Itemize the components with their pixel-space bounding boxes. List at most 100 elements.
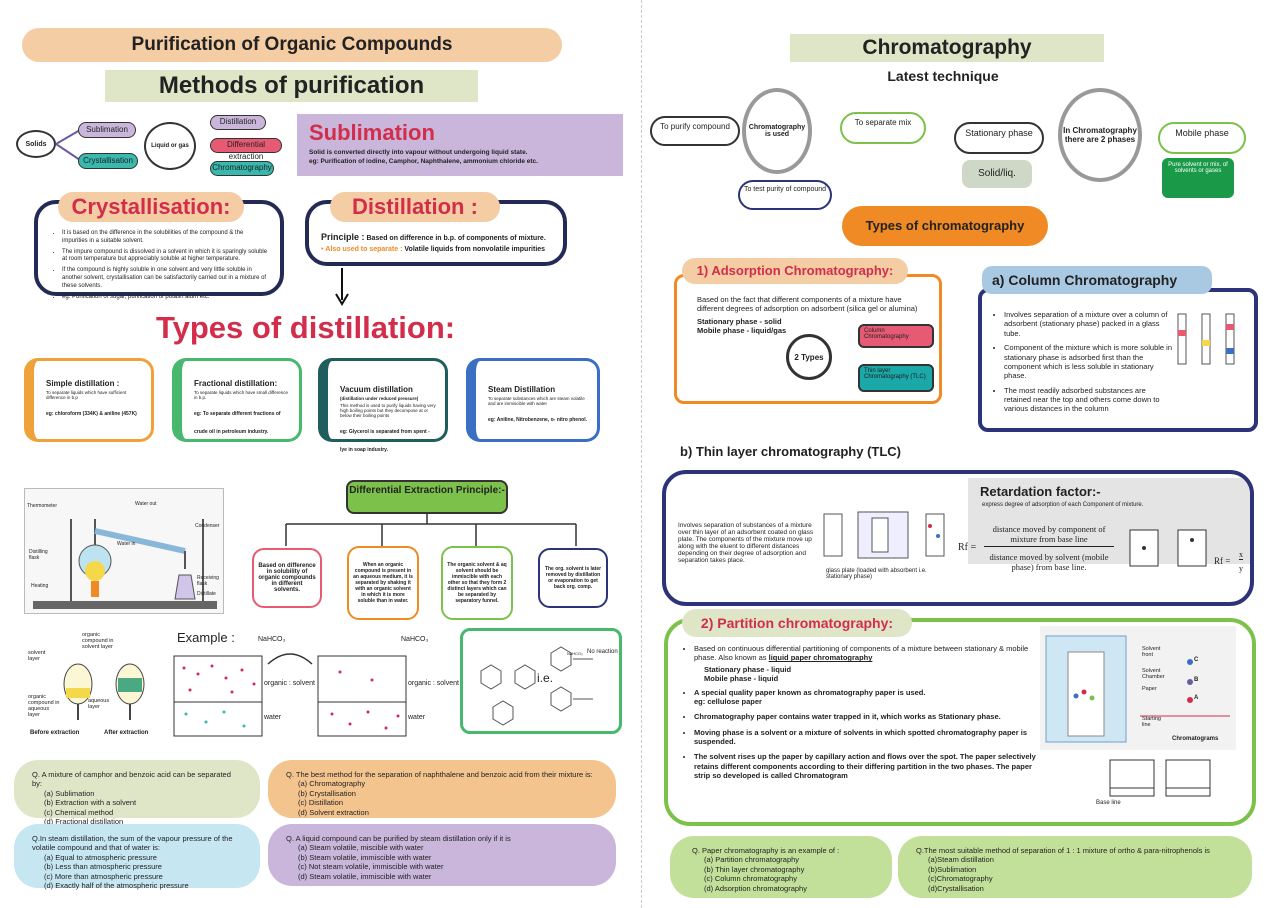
principle-text: Based on difference in b.p. of component… [366, 235, 546, 242]
organic-solvent-label: organic : solvent [264, 680, 315, 687]
question-option: (a) Chromatography [298, 779, 366, 789]
question-option: (a) Partition chromatography [704, 855, 800, 865]
partition-diagram-drawing [1045, 635, 1230, 743]
crystallisation-point: It is based on the difference in the sol… [62, 230, 270, 246]
rf-plates [1129, 529, 1207, 567]
chromatography-tag: Chromatography [210, 161, 274, 176]
column-point: Involves separation of a mixture over a … [1004, 310, 1172, 338]
page-title: Purification of Organic Compounds [22, 28, 562, 62]
partition-stationary: Stationary phase - liquid [704, 664, 792, 674]
fractional-distillation-name: Fractional distillation: [194, 379, 278, 388]
vacuum-distillation-example: eg: Glycerol is separated from spent - l… [340, 429, 430, 453]
question-option: (d) Solvent extraction [298, 807, 369, 817]
organic-solvent-label-2: organic : solvent [408, 680, 459, 687]
solvent-chamber-label: Solvent Chamber [1142, 668, 1165, 680]
question-option: (a)Steam distillation [928, 855, 994, 865]
column-point: Component of the mixture which is more s… [1004, 343, 1172, 381]
spot-c-label: C [1194, 657, 1199, 663]
rf-title: Retardation factor:- [980, 484, 1101, 499]
question-text: Q. A mixture of camphor and benzoic acid… [32, 770, 231, 789]
partition-p5: The solvent rises up the paper by capill… [694, 752, 1046, 780]
simple-distillation-card: Simple distillation : To separate liquid… [24, 358, 154, 442]
question-option: (b) Crystallisation [298, 788, 356, 798]
thermometer-label: Thermometer [27, 503, 58, 509]
distillation-title: Distillation : [330, 192, 500, 222]
liquid-gas-node: Liquid or gas [144, 122, 196, 170]
tlc-text: Involves separation of substances of a m… [678, 522, 814, 564]
fractional-distillation-card: Fractional distillation: To separate liq… [172, 358, 302, 442]
partition-box: Based on continuous differential partiti… [664, 618, 1256, 826]
rf-rhs-label: Rf = [1214, 556, 1231, 566]
solvent-layer-label: solvent layer [28, 650, 46, 662]
sublimation-example: eg: Purification of iodine, Camphor, Nap… [309, 158, 538, 165]
water-label: water [264, 714, 282, 721]
distilling-flask-label: Distilling flask [29, 549, 48, 561]
fractional-distillation-desc: To separate liquids which have small dif… [194, 390, 288, 400]
question-option: (b) Thin layer chromatography [704, 864, 805, 874]
aqueous-layer-label: aqueous layer [88, 698, 110, 710]
column-title: a) Column Chromatography [982, 266, 1212, 294]
question-option: (d) Exactly half of the atmospheric pres… [44, 880, 189, 890]
question-card: Q.In steam distillation, the sum of the … [14, 824, 260, 890]
adsorption-mobile: Mobile phase - liquid/gas [697, 326, 787, 335]
diff-extraction-point-2: When an organic compound is present in a… [347, 546, 419, 620]
use-purify: To purify compound [650, 116, 740, 146]
question-option: (a) Sublimation [44, 788, 95, 798]
column-type-tag: Column Chromatography [858, 324, 934, 348]
steam-distillation-card: Steam Distillation To separate substance… [466, 358, 600, 442]
receiving-flask-label: Receiving flask [197, 575, 219, 587]
use-text: Volatile liquids from nonvolatile impuri… [404, 246, 546, 253]
question-option: (c) Not steam volatile, immiscible with … [298, 862, 444, 872]
use-test-purity: To test purity of compound [738, 180, 832, 210]
sublimation-tag: Sublimation [78, 122, 136, 138]
partition-p4: Moving phase is a solvent or a mixture o… [694, 728, 1046, 747]
rf-numerator: distance moved by component of mixture f… [984, 524, 1114, 547]
methods-heading: Methods of purification [105, 70, 478, 102]
base-line-label: Base line [1096, 800, 1121, 806]
rf-y: y [1239, 564, 1243, 573]
question-option: (c)Chromatography [928, 874, 993, 884]
example-reagent-2: NaHCO₃ [401, 636, 429, 643]
distillation-tag: Distillation [210, 115, 266, 130]
sublimation-title: Sublimation [309, 120, 435, 145]
tlc-plate-caption: glass plate (loaded with absorbent i.e. … [826, 568, 927, 580]
water-in-label: Water in [117, 541, 136, 547]
organic-in-solvent-label: organic compound in solvent layer [82, 632, 114, 650]
crystallisation-point: The impure compound is dissolved in a so… [62, 249, 270, 265]
latest-technique: Latest technique [887, 68, 999, 84]
simple-distillation-desc: To separate liquids which have sufficien… [46, 390, 127, 400]
question-card: Q. Paper chromatography is an example of… [670, 836, 892, 898]
question-card: Q. A liquid compound can be purified by … [268, 824, 616, 886]
stationary-value: Solid/liq. [962, 160, 1032, 188]
distillation-apparatus: Thermometer Water out Condenser Distilli… [24, 488, 224, 614]
crystallisation-title: Crystallisation: [58, 192, 244, 222]
reaction-scheme: No reaction NaHCO₃ i.e. [460, 628, 622, 734]
question-option: (a) Steam volatile, miscible with water [298, 843, 424, 853]
fractional-distillation-example: eg: To separate different fractions of c… [194, 411, 281, 435]
after-extraction-label: After extraction [104, 730, 149, 736]
partition-title: 2) Partition chromatography: [682, 609, 912, 637]
distillation-apparatus-drawing [33, 519, 217, 609]
question-option: (d) Adsorption chromatography [704, 883, 807, 893]
solvent-front-label: Solvent front [1142, 646, 1161, 658]
solids-node: Solids [16, 130, 56, 158]
question-option: (d) Fractional distillation [44, 816, 124, 826]
diff-extraction-title: Differential Extraction Principle:- [346, 480, 508, 514]
differential-extraction-tag: Differential extraction [210, 138, 282, 161]
mobile-value: Pure solvent or mix. of solvents or gase… [1162, 158, 1234, 198]
question-option: (b) Steam volatile, immiscible with wate… [298, 852, 432, 862]
crystallisation-points: It is based on the difference in the sol… [50, 230, 270, 301]
rf-denominator: distance moved by solvent (mobile phase)… [989, 552, 1109, 572]
distillate-label: Distillate [197, 591, 216, 597]
rf-lhs: Rf = [958, 542, 977, 553]
sublimation-banner: Sublimation Solid is converted directly … [297, 114, 623, 176]
column-box: Involves separation of a mixture over a … [978, 288, 1258, 432]
question-option: (a) Equal to atmospheric pressure [44, 852, 157, 862]
question-option: (c) Column chromatography [704, 874, 797, 884]
types-distillation-title: Types of distillation: [156, 310, 456, 345]
question-option: (c) Chemical method [44, 807, 114, 817]
simple-distillation-name: Simple distillation : [46, 379, 120, 388]
chromatograms-label: Chromatograms [1172, 736, 1219, 742]
before-extraction-label: Before extraction [30, 730, 80, 736]
question-text: Q. A liquid compound can be purified by … [286, 834, 511, 843]
